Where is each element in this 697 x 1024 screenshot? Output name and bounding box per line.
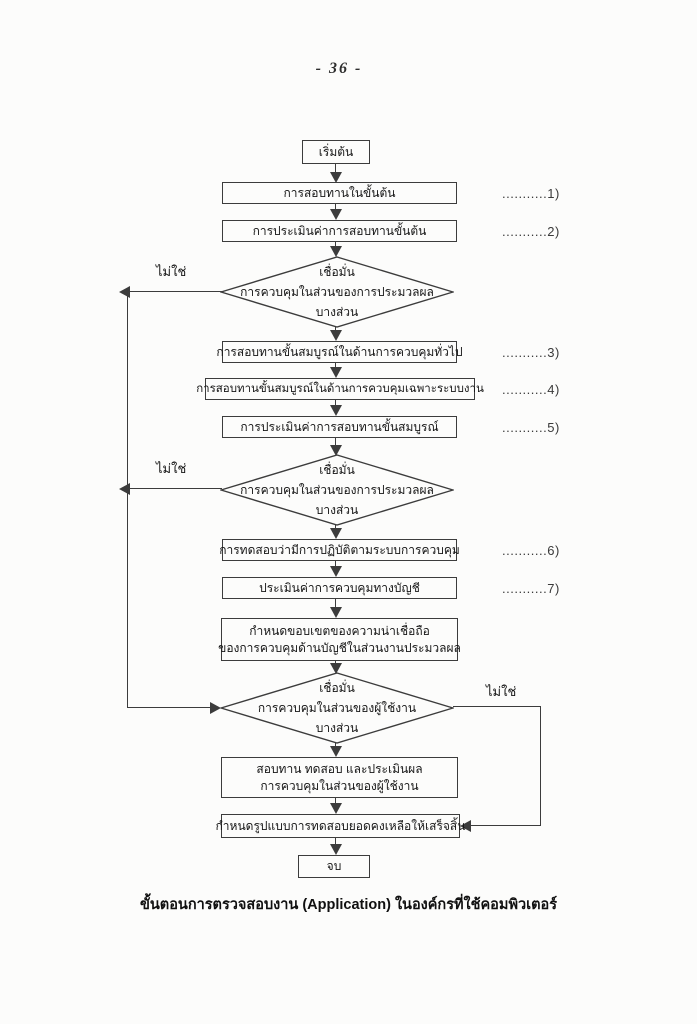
- flow-arrow-line: [335, 797, 337, 804]
- process-box-complete-review-application-controls: การสอบทานขั้นสมบูรณ์ในด้านการควบคุมเฉพาะ…: [196, 378, 484, 400]
- flow-arrow-line: [335, 327, 337, 331]
- process-label: ของการควบคุมด้านบัญชีในส่วนงานประมวลผล: [218, 640, 461, 655]
- ref-label-6: ...........6): [502, 543, 560, 558]
- flow-arrow-line: [335, 660, 337, 664]
- process-box-complete-review-general-controls: การสอบทานขั้นสมบูรณ์ในด้านการควบคุมทั่วไ…: [216, 341, 463, 363]
- arrowhead-left: [460, 820, 471, 832]
- ref-label-5: ...........5): [502, 420, 560, 435]
- decision-line: เชื่อมั่น: [319, 265, 355, 279]
- process-label: การสอบทานในขั้นต้น: [283, 185, 396, 200]
- ref-label-4: ...........4): [502, 382, 560, 397]
- flow-arrow-line: [471, 825, 541, 827]
- flow-arrow-line: [335, 598, 337, 608]
- process-label: กำหนดรูปแบบการทดสอบยอดคงเหลือให้เสร็จสิ้…: [215, 818, 466, 833]
- flow-arrow-line: [335, 203, 337, 210]
- decision-diamond-processing-controls-1: [220, 256, 454, 328]
- arrowhead-down: [330, 803, 342, 814]
- no-label-3: ไม่ใช่: [486, 684, 517, 699]
- ref-label-3: ...........3): [502, 345, 560, 360]
- decision-line: บางส่วน: [315, 503, 359, 517]
- arrowhead-down: [330, 367, 342, 378]
- ref-label-2: ...........2): [502, 224, 560, 239]
- arrowhead-down: [330, 405, 342, 416]
- decision-diamond-user-controls: [220, 672, 454, 744]
- decision-line: เชื่อมั่น: [319, 463, 355, 477]
- arrowhead-down: [330, 172, 342, 183]
- flow-arrow-line: [127, 707, 211, 709]
- flow-arrow-line: [127, 291, 222, 293]
- process-box-preliminary-review: การสอบทานในขั้นต้น: [222, 182, 457, 204]
- flowchart-caption: ขั้นตอนการตรวจสอบงาน (Application) ในองค…: [139, 897, 558, 913]
- process-label: การสอบทานขั้นสมบูรณ์ในด้านการควบคุมเฉพาะ…: [196, 382, 484, 395]
- process-label: สอบทาน ทดสอบ และประเมินผล: [256, 761, 423, 776]
- arrowhead-down: [330, 844, 342, 855]
- process-box-preliminary-review-evaluation: การประเมินค่าการสอบทานขั้นต้น: [222, 220, 457, 242]
- no-label-1: ไม่ใช่: [156, 264, 187, 279]
- decision-text: เชื่อมั่น การควบคุมในส่วนของการประมวลผล …: [220, 256, 454, 328]
- start-label: เริ่มต้น: [318, 144, 354, 159]
- process-box-complete-review-evaluation: การประเมินค่าการสอบทานขั้นสมบูรณ์: [222, 416, 457, 438]
- decision-line: บางส่วน: [315, 721, 359, 735]
- process-label: ประเมินค่าการควบคุมทางบัญชี: [259, 580, 420, 595]
- arrowhead-down: [330, 209, 342, 220]
- arrowhead-down: [330, 566, 342, 577]
- flow-arrow-line: [335, 743, 337, 747]
- process-box-reliability-scope: กำหนดขอบเขตของความน่าเชื่อถือ ของการควบค…: [218, 618, 461, 661]
- process-label: กำหนดขอบเขตของความน่าเชื่อถือ: [249, 623, 430, 638]
- decision-line: การควบคุมในส่วนของผู้ใช้งาน: [257, 701, 417, 715]
- arrowhead-left: [119, 286, 130, 298]
- flow-arrow-line: [335, 241, 337, 247]
- arrowhead-down: [330, 663, 342, 674]
- arrowhead-down: [330, 445, 342, 456]
- start-terminator: เริ่มต้น: [302, 140, 370, 164]
- ref-label-1: ...........1): [502, 186, 560, 201]
- flow-arrow-line: [540, 707, 542, 826]
- flow-arrow-line: [453, 706, 541, 708]
- arrowhead-down: [330, 330, 342, 341]
- decision-text: เชื่อมั่น การควบคุมในส่วนของผู้ใช้งาน บา…: [220, 672, 454, 744]
- end-terminator: จบ: [298, 855, 370, 878]
- flow-arrow-line: [335, 525, 337, 529]
- page-number: - 36 -: [315, 60, 363, 77]
- arrowhead-down: [330, 746, 342, 757]
- decision-line: บางส่วน: [315, 305, 359, 319]
- process-label: การประเมินค่าการสอบทานขั้นสมบูรณ์: [240, 419, 439, 434]
- decision-text: เชื่อมั่น การควบคุมในส่วนของการประมวลผล …: [220, 454, 454, 526]
- arrowhead-down: [330, 607, 342, 618]
- arrowhead-down: [330, 528, 342, 539]
- flow-arrow-line: [335, 362, 337, 368]
- flow-arrow-line: [335, 399, 337, 406]
- end-label: จบ: [326, 859, 342, 873]
- arrowhead-right: [210, 702, 221, 714]
- process-box-user-controls-review: สอบทาน ทดสอบ และประเมินผล การควบคุมในส่ว…: [221, 757, 458, 798]
- flow-arrow-line: [335, 163, 337, 173]
- flow-arrow-line: [335, 437, 337, 446]
- flow-arrow-line: [335, 560, 337, 567]
- flow-arrow-line: [127, 488, 222, 490]
- decision-line: การควบคุมในส่วนของการประมวลผล: [240, 285, 434, 299]
- decision-line: การควบคุมในส่วนของการประมวลผล: [240, 483, 434, 497]
- flow-arrow-line: [127, 292, 129, 708]
- no-label-2: ไม่ใช่: [156, 461, 187, 476]
- arrowhead-left: [119, 483, 130, 495]
- process-box-balance-testing-design: กำหนดรูปแบบการทดสอบยอดคงเหลือให้เสร็จสิ้…: [216, 814, 465, 838]
- process-label: การทดสอบว่ามีการปฏิบัติตามระบบการควบคุม: [219, 542, 460, 557]
- arrowhead-down: [330, 246, 342, 257]
- process-box-compliance-testing: การทดสอบว่ามีการปฏิบัติตามระบบการควบคุม: [219, 539, 460, 561]
- decision-diamond-processing-controls-2: [220, 454, 454, 526]
- flow-arrow-line: [335, 837, 337, 845]
- process-label: การควบคุมในส่วนของผู้ใช้งาน: [260, 778, 419, 793]
- ref-label-7: ...........7): [502, 581, 560, 596]
- process-label: การสอบทานขั้นสมบูรณ์ในด้านการควบคุมทั่วไ…: [216, 344, 463, 359]
- decision-line: เชื่อมั่น: [319, 681, 355, 695]
- process-box-accounting-control-evaluation: ประเมินค่าการควบคุมทางบัญชี: [222, 577, 457, 599]
- process-label: การประเมินค่าการสอบทานขั้นต้น: [252, 223, 427, 238]
